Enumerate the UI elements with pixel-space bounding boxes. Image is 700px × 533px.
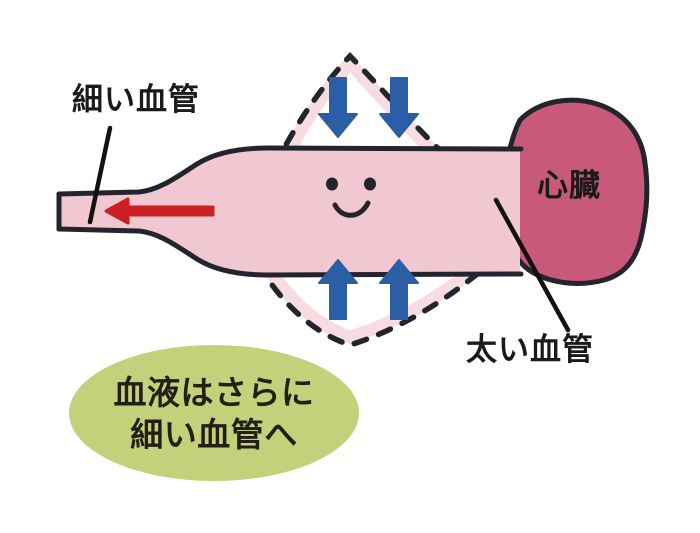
down-arrow-left-icon <box>318 77 358 138</box>
thin-vessel-label: 細い血管 <box>72 82 200 118</box>
smile-icon <box>332 200 371 218</box>
eye-right-icon <box>364 177 376 191</box>
up-arrow-right-icon <box>379 259 419 320</box>
callout-ellipse <box>69 345 359 481</box>
up-arrow-left-icon <box>318 259 358 320</box>
leader-line-thin-vessel <box>87 125 113 225</box>
callout-line-2: 細い血管へ <box>130 415 298 454</box>
callout-line-1: 血液はさらに <box>114 373 315 412</box>
blood-vessel-body <box>56 145 524 278</box>
callout-bubble: 血液はさらに 細い血管へ <box>69 345 359 481</box>
heart-label: 心臓 <box>537 168 601 204</box>
vessel-face <box>326 177 376 218</box>
thick-vessel-label: 太い血管 <box>466 332 594 368</box>
leader-lines <box>87 125 571 333</box>
contraction-arrows <box>318 77 419 320</box>
leader-line-thick-vessel <box>493 197 571 333</box>
down-arrow-right-icon <box>379 77 419 138</box>
eye-left-icon <box>326 177 338 191</box>
blood-flow-arrow <box>104 197 215 225</box>
